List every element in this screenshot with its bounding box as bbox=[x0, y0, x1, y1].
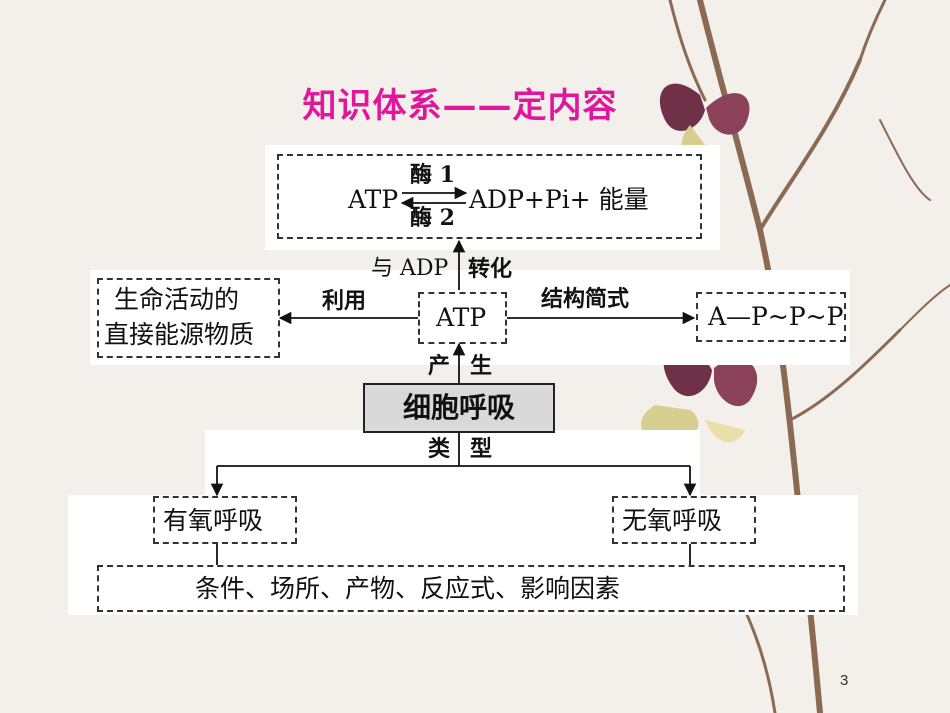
panel-middle bbox=[90, 270, 850, 365]
conversion-label-right: 转化 bbox=[468, 256, 513, 282]
direct-energy-line1: 生命活动的 bbox=[114, 285, 240, 314]
panel-bottom bbox=[68, 495, 858, 615]
structure-formula: A—P~P~P bbox=[708, 302, 844, 331]
types-label-right: 型 bbox=[470, 436, 493, 462]
types-label-left: 类 bbox=[428, 436, 451, 462]
conversion-label-left: 与 ADP bbox=[371, 256, 449, 281]
panel-top bbox=[265, 145, 720, 250]
aerobic-label: 有氧呼吸 bbox=[163, 506, 264, 535]
reaction-right: ADP+Pi+ 能量 bbox=[469, 185, 649, 214]
anaerobic-label: 无氧呼吸 bbox=[622, 506, 723, 535]
atp-node-box bbox=[418, 292, 507, 344]
utilization-label: 利用 bbox=[322, 288, 367, 314]
page-title: 知识体系——定内容 bbox=[302, 86, 618, 126]
structure-label: 结构简式 bbox=[541, 286, 630, 312]
factors-label: 条件、场所、产物、反应式、影响因素 bbox=[195, 574, 621, 603]
aerobic-box bbox=[153, 496, 297, 544]
cell-respiration-node: 细胞呼吸 bbox=[363, 383, 555, 433]
atp-node-label: ATP bbox=[436, 303, 487, 332]
anaerobic-box bbox=[612, 496, 756, 544]
produce-label-left: 产 bbox=[428, 353, 451, 379]
produce-label-right: 生 bbox=[470, 353, 493, 379]
factors-box bbox=[97, 565, 845, 612]
atp-reaction-box bbox=[277, 154, 702, 239]
structure-box bbox=[696, 292, 846, 342]
panel-types bbox=[205, 430, 700, 500]
reaction-left: ATP bbox=[348, 185, 399, 214]
page-number: 3 bbox=[840, 672, 849, 689]
direct-energy-line2: 直接能源物质 bbox=[104, 320, 255, 349]
direct-energy-box bbox=[97, 278, 280, 358]
enzyme-forward-label: 酶 1 bbox=[410, 162, 455, 188]
enzyme-reverse-label: 酶 2 bbox=[410, 205, 455, 231]
